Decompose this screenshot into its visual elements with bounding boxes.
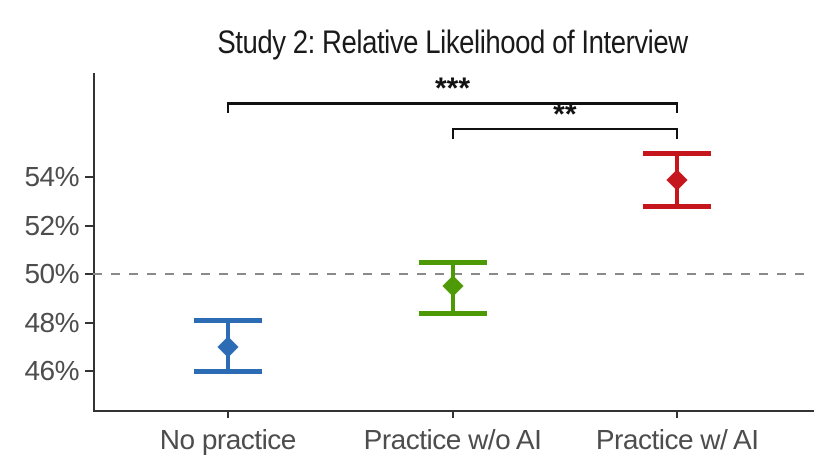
y-axis-tick-mark — [85, 224, 93, 227]
y-axis-tick-mark — [85, 176, 93, 179]
y-axis-tick-mark — [85, 273, 93, 276]
y-axis-tick-mark — [85, 370, 93, 373]
x-axis-tick-label: Practice w/ AI — [595, 424, 759, 455]
significance-bracket-end-left — [451, 127, 454, 139]
chart-title: Study 2: Relative Likelihood of Intervie… — [217, 24, 688, 60]
y-axis-tick-label: 50% — [24, 258, 79, 290]
y-axis-tick-label: 48% — [24, 306, 79, 338]
error-bar-cap-bottom — [418, 310, 487, 316]
error-bar-cap-bottom — [643, 203, 712, 209]
x-axis-tick-label: No practice — [159, 424, 297, 455]
x-axis-tick-mark — [226, 410, 229, 418]
plot-panel — [93, 73, 814, 412]
x-axis-tick-label: Practice w/o AI — [363, 424, 542, 455]
significance-label: *** — [434, 72, 471, 106]
x-axis-tick-mark — [676, 410, 679, 418]
significance-bracket-end-left — [226, 102, 230, 114]
x-axis-tick-mark — [451, 410, 454, 418]
y-axis-tick-mark — [85, 321, 93, 324]
significance-bracket-end-right — [675, 127, 679, 139]
y-axis-tick-label: 52% — [24, 209, 79, 241]
error-bar-cap-bottom — [193, 368, 262, 374]
significance-bracket — [451, 127, 679, 131]
y-axis-tick-label: 46% — [24, 355, 79, 387]
significance-bracket — [226, 102, 679, 105]
significance-label: ** — [553, 97, 577, 131]
y-axis-tick-label: 54% — [24, 161, 79, 193]
significance-bracket-end-right — [675, 102, 679, 114]
